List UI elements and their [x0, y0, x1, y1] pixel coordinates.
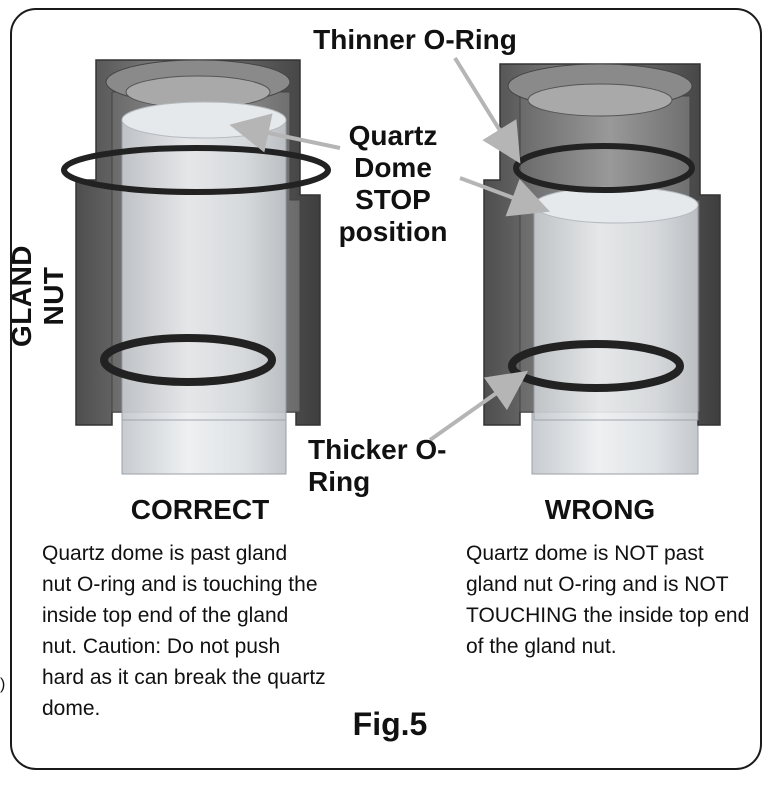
label-quartz-stop-line: Quartz: [348, 120, 438, 151]
label-quartz-stop-line: Dome STOP: [354, 152, 432, 215]
edge-glyph: ): [0, 676, 6, 693]
correct-assembly: [61, 59, 331, 475]
correct-line: Quartz dome is past gland: [42, 542, 288, 565]
quartz-tube: [121, 411, 287, 475]
correct-line: dome.: [42, 697, 101, 720]
thicker-oring-wrong: [508, 340, 684, 392]
correct-line: inside top end of the gland: [42, 604, 289, 627]
wrong-description: Quartz dome is NOT past gland nut O-ring…: [466, 538, 756, 662]
figure-number: Fig.5: [352, 706, 428, 742]
label-gland-nut: GLAND NUT: [6, 244, 69, 348]
heading-correct: CORRECT: [130, 494, 270, 525]
arrow-stop-right: [459, 176, 550, 217]
label-thinner-oring: Thinner O-Ring: [313, 24, 517, 55]
label-quartz-stop-line: position: [338, 216, 448, 247]
correct-line: nut O-ring and is touching the: [42, 573, 318, 596]
thinner-oring-correct: [61, 145, 331, 195]
wrong-line: Quartz dome is NOT past: [466, 542, 704, 565]
thicker-oring-correct: [100, 334, 276, 386]
label-thicker-oring: Thicker O-Ring: [308, 434, 447, 497]
arrow-thicker-oring: [428, 370, 529, 442]
correct-line: hard as it can break the quartz: [42, 666, 326, 689]
wrong-line: gland nut O-ring and is NOT: [466, 573, 729, 596]
correct-line: nut. Caution: Do not push: [42, 635, 281, 658]
correct-description: Quartz dome is past gland nut O-ring and…: [42, 538, 362, 724]
label-quartz-stop: Quartz Dome STOP position: [318, 120, 468, 248]
wrong-line: TOUCHING the inside top end: [466, 604, 750, 627]
diagram-frame: [10, 8, 762, 770]
arrow-stop-left: [229, 113, 341, 153]
heading-wrong: WRONG: [544, 494, 656, 525]
thinner-oring-wrong: [513, 143, 695, 193]
wrong-assembly: [483, 63, 721, 475]
quartz-tube: [531, 411, 699, 475]
arrow-thinner-oring: [453, 56, 521, 164]
wrong-line: of the gland nut.: [466, 635, 617, 658]
